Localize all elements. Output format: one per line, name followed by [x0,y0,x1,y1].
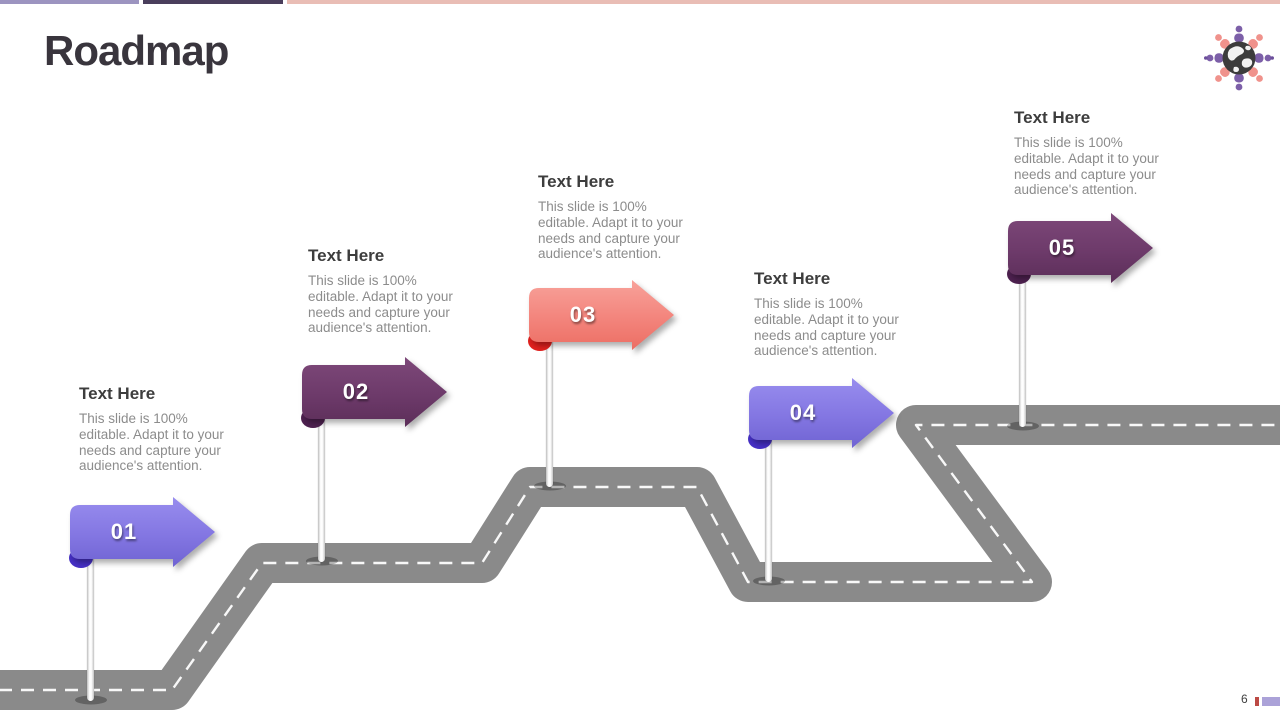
milestone-03-sign: 03 [528,280,674,351]
milestone-01-pole [87,555,94,701]
milestone-02-text: Text Here This slide is 100% editable. A… [308,246,500,336]
milestone-description: This slide is 100% editable. Adapt it to… [308,273,453,336]
arrow-sign-icon [70,497,215,567]
people-ring [1204,25,1274,91]
milestone-heading: Text Here [79,384,156,403]
arrow-sign-icon [302,357,447,427]
milestone-heading: Text Here [538,172,615,191]
milestone-number: 05 [1048,235,1076,260]
topbar-segment-lavender [0,0,139,4]
milestone-description: This slide is 100% editable. Adapt it to… [538,199,683,262]
page-title: Roadmap [44,27,229,74]
globe-people-logo-icon [1204,25,1274,91]
page-number: 6 [1241,692,1248,706]
milestone-01-sign: 01 [69,497,215,568]
milestone-number: 04 [789,400,817,425]
topbar-segment-purple [143,0,283,4]
milestone-01-text: Text Here This slide is 100% editable. A… [79,384,271,474]
milestone-heading: Text Here [754,269,831,288]
milestone-04-sign: 04 [748,378,894,449]
milestone-number: 03 [569,302,597,327]
arrow-sign-icon [749,378,894,448]
milestone-02-sign: 02 [301,357,447,428]
footer-accent-red [1255,697,1259,706]
milestone-04-pole [765,436,772,582]
milestone-description: This slide is 100% editable. Adapt it to… [79,411,224,474]
milestone-03-pole [546,338,553,487]
milestone-05-pole [1019,271,1026,427]
arrow-sign-icon [529,280,674,350]
topbar-segment-salmon [287,0,1280,4]
milestone-02-pole [318,415,325,562]
milestone-description: This slide is 100% editable. Adapt it to… [1014,135,1159,198]
milestone-04-text: Text Here This slide is 100% editable. A… [754,269,946,359]
globe-icon [1222,41,1256,75]
footer-accent-lavender [1262,697,1280,706]
arrow-sign-icon [1008,213,1153,283]
milestone-heading: Text Here [308,246,385,265]
milestone-05-sign: 05 [1007,213,1153,284]
milestone-number: 01 [110,519,138,544]
milestone-heading: Text Here [1014,108,1091,127]
milestone-03-text: Text Here This slide is 100% editable. A… [538,172,730,262]
road-center-dashes [0,423,1280,692]
milestone-05-text: Text Here This slide is 100% editable. A… [1014,108,1206,198]
milestone-description: This slide is 100% editable. Adapt it to… [754,296,899,359]
milestone-number: 02 [342,379,370,404]
